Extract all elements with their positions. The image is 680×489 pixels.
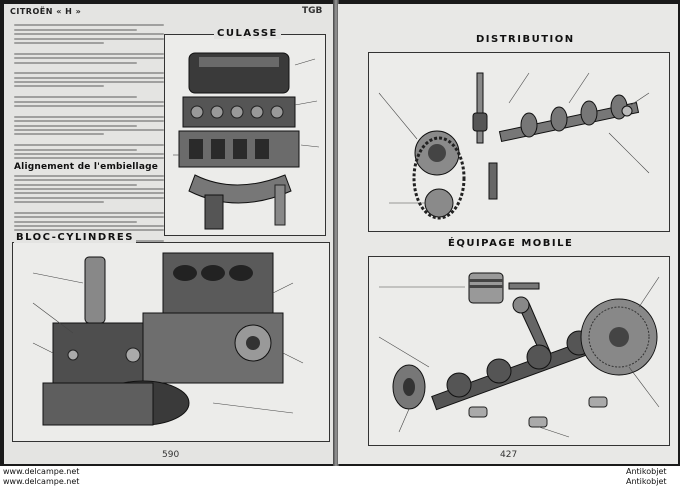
right-page-number: 427 <box>500 450 518 460</box>
section-heading: Alignement de l'embiellage <box>14 162 159 173</box>
watermark-right-1: Antikobjet <box>626 467 667 476</box>
culasse-illustration <box>173 52 320 230</box>
culasse-figure-panel <box>164 34 326 236</box>
left-page: CITROËN « H » TGB Alignement de l'embiel… <box>4 4 334 464</box>
equipage-mobile-illustration <box>378 272 660 438</box>
watermark-right-2: Antikobjet <box>626 477 667 486</box>
culasse-title: CULASSE <box>214 28 281 39</box>
running-head: CITROËN « H » <box>10 7 82 16</box>
distribution-illustration <box>378 72 650 220</box>
body-text-column: Alignement de l'embiellage <box>14 22 164 262</box>
watermark-left-2: www.delcampe.net <box>3 477 80 486</box>
distribution-title: DISTRIBUTION <box>476 34 575 45</box>
page-gutter <box>333 0 339 466</box>
equipage-mobile-figure-panel <box>368 256 670 446</box>
bloc-cylindres-figure-panel <box>12 242 330 442</box>
left-page-number: 590 <box>162 450 180 460</box>
watermark-left-1: www.delcampe.net <box>3 467 80 476</box>
bloc-cylindres-illustration <box>32 252 304 426</box>
bloc-cylindres-title: BLOC-CYLINDRES <box>14 232 136 243</box>
right-page: DISTRIBUTION ÉQUIPAGE MOBILE <box>338 4 678 464</box>
footer-watermark-bar: www.delcampe.net www.delcampe.net Antiko… <box>0 466 680 489</box>
corner-number: TGB <box>302 6 323 16</box>
equipage-mobile-title: ÉQUIPAGE MOBILE <box>448 238 574 249</box>
distribution-figure-panel <box>368 52 670 232</box>
